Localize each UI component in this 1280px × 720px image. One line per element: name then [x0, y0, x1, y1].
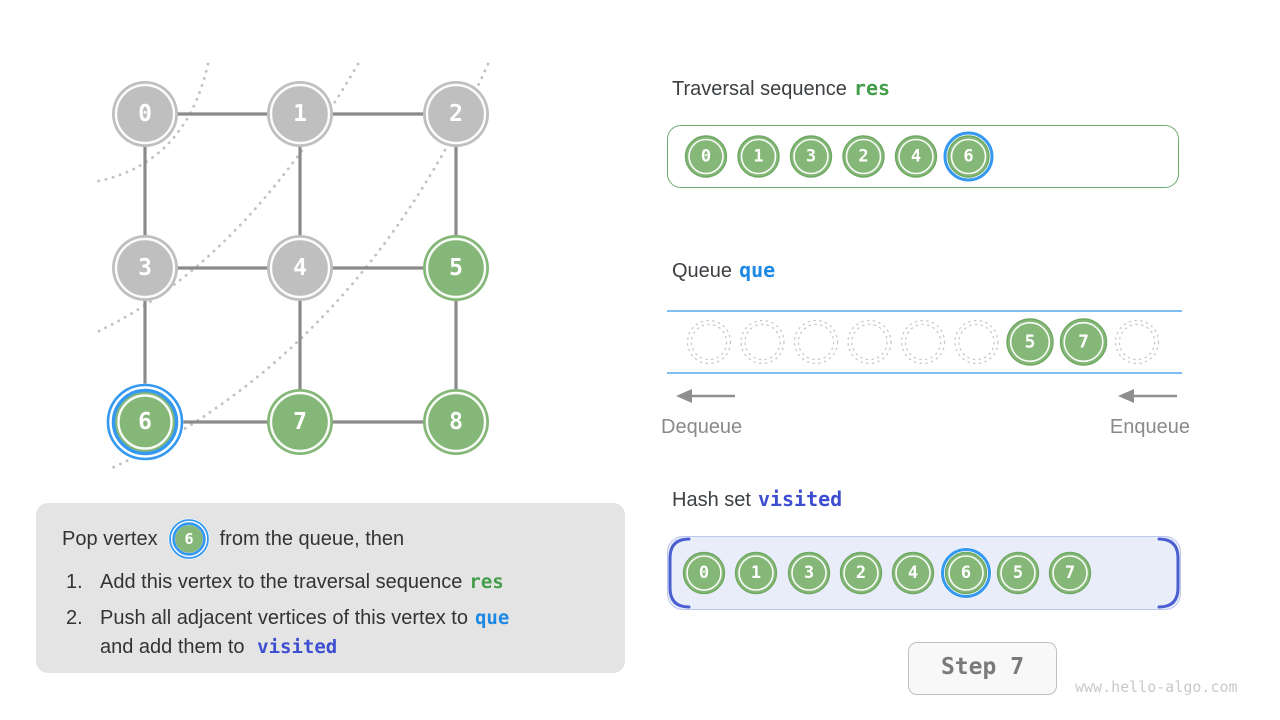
svg-text:5: 5 [1025, 332, 1036, 353]
graph-canvas: 0 1 2 3 4 5 6 7 [92, 62, 490, 470]
dequeue-arrow-icon [676, 389, 735, 403]
queue-slot-3-empty [847, 319, 892, 365]
svg-text:4: 4 [908, 563, 918, 583]
svg-text:2: 2 [858, 147, 868, 167]
res-item-3: 2 [842, 135, 885, 178]
explanation-item-2-continued: and add them to visited [100, 636, 337, 659]
queue-slot-7: 7 [1059, 318, 1108, 366]
queue-slot-1-empty [740, 319, 785, 365]
vertex-label: 7 [293, 409, 307, 435]
pop-prefix: Pop vertex [62, 527, 158, 550]
vertex-label: 0 [138, 101, 152, 127]
item-number: 2. [66, 607, 83, 629]
hashset-item-3: 2 [839, 551, 883, 595]
svg-text:7: 7 [1078, 332, 1089, 353]
svg-text:7: 7 [1065, 563, 1075, 583]
svg-text:6: 6 [963, 147, 973, 167]
code-token-que: que [739, 258, 776, 282]
explanation-box: Pop vertex 6 from the queue, then 1. Add… [36, 503, 625, 673]
traversal-label: Traversal sequence res [672, 76, 890, 101]
graph-vertex-2: 2 [423, 81, 489, 147]
item-text: and add them to [100, 636, 245, 658]
queue-title: Queue [672, 260, 733, 282]
hashset-item-7: 7 [1048, 551, 1092, 595]
pop-suffix: from the queue, then [219, 527, 405, 550]
traversal-title: Traversal sequence [672, 78, 847, 100]
res-item-5-highlighted: 6 [943, 131, 994, 182]
vertex-label: 2 [449, 101, 463, 127]
hashset-item-2: 3 [787, 551, 831, 595]
traversal-sequence-box: 0 1 3 2 4 6 [667, 125, 1179, 188]
pop-line: Pop vertex 6 from the queue, then [62, 516, 404, 562]
hashset-label: Hash set visited [672, 487, 842, 512]
svg-text:5: 5 [1013, 563, 1023, 583]
res-item-0: 0 [684, 135, 728, 178]
graph-vertex-8: 8 [423, 389, 489, 455]
hashset-item-6: 5 [996, 551, 1040, 595]
graph-vertex-0: 0 [112, 81, 178, 147]
hashset-right-bracket [1157, 537, 1180, 609]
svg-text:6: 6 [961, 563, 971, 583]
item-text: Add this vertex to the traversal sequenc… [100, 571, 463, 593]
watermark: www.hello-algo.com [1075, 678, 1238, 696]
explanation-item-2: 2. Push all adjacent vertices of this ve… [66, 607, 509, 630]
graph-vertex-6-current: 6 [106, 383, 184, 461]
item-number: 1. [66, 571, 83, 593]
queue-flow-arrows [676, 389, 1177, 403]
graph-vertex-5: 5 [423, 235, 489, 301]
code-token-visited: visited [757, 487, 843, 511]
code-token-res: res [469, 571, 504, 593]
vertex-label: 3 [138, 255, 152, 281]
enqueue-arrow-icon [1118, 389, 1177, 403]
svg-text:1: 1 [751, 563, 761, 583]
hashset-item-0: 0 [682, 551, 726, 595]
svg-text:3: 3 [806, 147, 816, 167]
svg-text:0: 0 [701, 147, 711, 167]
item-text: Push all adjacent vertices of this verte… [100, 607, 468, 629]
hashset-box: 0 1 3 2 4 6 [667, 536, 1181, 610]
vertex-label: 4 [293, 255, 307, 281]
code-token-que: que [474, 607, 510, 629]
code-token-res: res [853, 76, 891, 100]
res-item-1: 1 [737, 135, 780, 178]
queue-slot-0-empty [686, 319, 732, 365]
bfs-level-arc-1 [92, 62, 210, 184]
queue-slot-2-empty [793, 319, 839, 365]
svg-text:3: 3 [804, 563, 814, 583]
res-item-2: 3 [789, 135, 833, 178]
vertex-label: 6 [138, 409, 152, 435]
res-item-4: 4 [894, 135, 938, 178]
explanation-item-1: 1. Add this vertex to the traversal sequ… [66, 571, 504, 594]
hashset-left-bracket [668, 537, 691, 609]
graph-vertex-1: 1 [267, 81, 333, 147]
queue-slot-5-empty [954, 319, 999, 365]
hashset-title: Hash set [672, 489, 751, 511]
vertex-label: 5 [449, 255, 463, 281]
queue-slot-6: 5 [1006, 318, 1054, 366]
popped-vertex-label: 6 [184, 530, 193, 548]
step-button[interactable]: Step 7 [908, 642, 1057, 695]
vertex-label: 8 [449, 409, 463, 435]
svg-text:1: 1 [753, 147, 763, 167]
graph-vertex-4: 4 [267, 235, 333, 301]
queue-slot-4-empty [900, 319, 946, 365]
dequeue-label: Dequeue [661, 416, 743, 438]
code-token-visited: visited [257, 636, 338, 658]
graph-vertex-3: 3 [112, 235, 178, 301]
svg-text:2: 2 [856, 563, 866, 583]
graph-vertex-7: 7 [267, 389, 333, 455]
hashset-item-1: 1 [734, 551, 778, 595]
enqueue-label: Enqueue [1109, 416, 1190, 438]
queue-slot-8-empty [1114, 319, 1160, 365]
hashset-item-4: 4 [891, 551, 935, 595]
popped-vertex-badge: 6 [168, 518, 210, 560]
queue-band: 5 7 [667, 310, 1182, 374]
vertex-label: 1 [293, 101, 307, 127]
svg-text:0: 0 [699, 563, 709, 583]
svg-text:4: 4 [911, 147, 921, 167]
hashset-item-5-highlighted: 6 [940, 547, 992, 599]
queue-label: Queue que [672, 258, 775, 283]
